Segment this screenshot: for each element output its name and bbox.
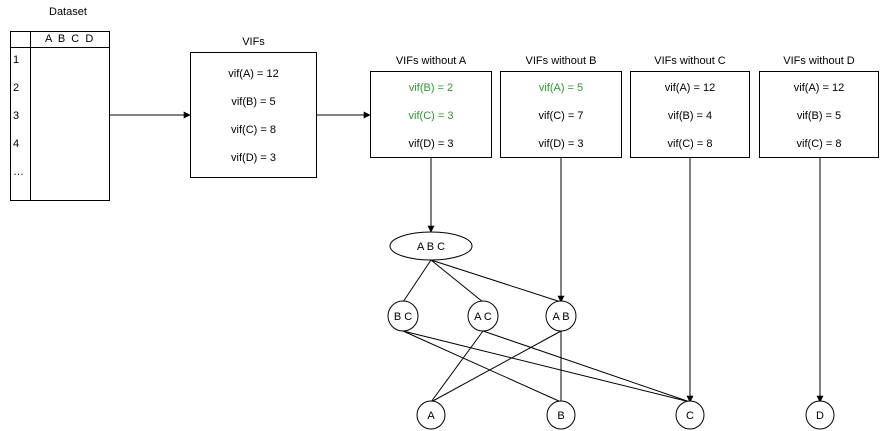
edge-root-bc: [402, 259, 432, 303]
edge-root-ac: [430, 259, 484, 303]
without-a-line: vif(C) = 3: [408, 110, 454, 122]
dataset-title: Dataset: [49, 6, 87, 18]
dataset-row-label: 1: [13, 54, 20, 66]
without-b-line: vif(A) = 5: [538, 82, 584, 94]
node-c-label: C: [686, 410, 694, 422]
dataset-table: A B C D 1 2 3 4 …: [10, 31, 110, 201]
node-bc-label: B C: [394, 311, 412, 323]
node-root: A B C: [389, 231, 473, 261]
edge-ac-c: [482, 330, 691, 403]
edge-ac-a: [430, 330, 484, 403]
without-c-box: vif(A) = 12 vif(B) = 4 vif(C) = 8: [630, 71, 750, 158]
dataset-row-label: 3: [13, 110, 20, 122]
without-c-line: vif(A) = 12: [664, 82, 716, 94]
vifs-line: vif(A) = 12: [228, 68, 279, 80]
node-d-label: D: [816, 410, 824, 422]
edge-ab-a: [430, 330, 562, 403]
without-d-line: vif(C) = 8: [796, 138, 842, 150]
without-b-title: VIFs without B: [525, 55, 597, 67]
without-a-title: VIFs without A: [395, 55, 467, 67]
edge-root-ab: [430, 259, 562, 303]
vifs-box: vif(A) = 12 vif(B) = 5 vif(C) = 8 vif(D)…: [190, 52, 317, 178]
node-ac: A C: [467, 300, 499, 332]
node-ab: A B: [545, 300, 577, 332]
node-ab-label: A B: [552, 311, 569, 323]
node-a: A: [416, 400, 446, 430]
edge-bc-b: [402, 330, 562, 403]
dataset-row-label: 2: [13, 82, 20, 94]
without-a-line: vif(D) = 3: [408, 138, 454, 150]
dataset-header-divider: [11, 47, 109, 48]
without-c-line: vif(C) = 8: [667, 138, 713, 150]
dataset-column-header: A B C D: [45, 33, 94, 45]
without-c-line: vif(B) = 4: [667, 110, 713, 122]
node-b-label: B: [557, 410, 564, 422]
vifs-title: VIFs: [242, 36, 265, 48]
node-d: D: [805, 400, 835, 430]
node-b: B: [546, 400, 576, 430]
dataset-row-label: 4: [13, 138, 20, 150]
without-d-line: vif(B) = 5: [796, 110, 842, 122]
dataset-row-label: …: [13, 166, 24, 178]
dataset-index-divider: [30, 32, 31, 200]
vifs-line: vif(B) = 5: [231, 96, 276, 108]
node-ac-label: A C: [474, 311, 492, 323]
vifs-line: vif(C) = 8: [231, 124, 276, 136]
vifs-line: vif(D) = 3: [231, 152, 276, 164]
without-d-box: vif(A) = 12 vif(B) = 5 vif(C) = 8: [759, 71, 879, 158]
edge-bc-c: [402, 330, 691, 403]
node-root-label: A B C: [417, 241, 445, 253]
without-c-title: VIFs without C: [654, 55, 726, 67]
node-a-label: A: [427, 410, 435, 422]
node-c: C: [675, 400, 705, 430]
node-bc: B C: [387, 300, 419, 332]
without-b-box: vif(A) = 5 vif(C) = 7 vif(D) = 3: [500, 71, 622, 158]
without-d-title: VIFs without D: [783, 55, 855, 67]
without-b-line: vif(D) = 3: [538, 138, 584, 150]
without-a-line: vif(B) = 2: [408, 82, 454, 94]
without-a-box: vif(B) = 2 vif(C) = 3 vif(D) = 3: [370, 71, 492, 158]
without-d-line: vif(A) = 12: [793, 82, 845, 94]
without-b-line: vif(C) = 7: [538, 110, 584, 122]
